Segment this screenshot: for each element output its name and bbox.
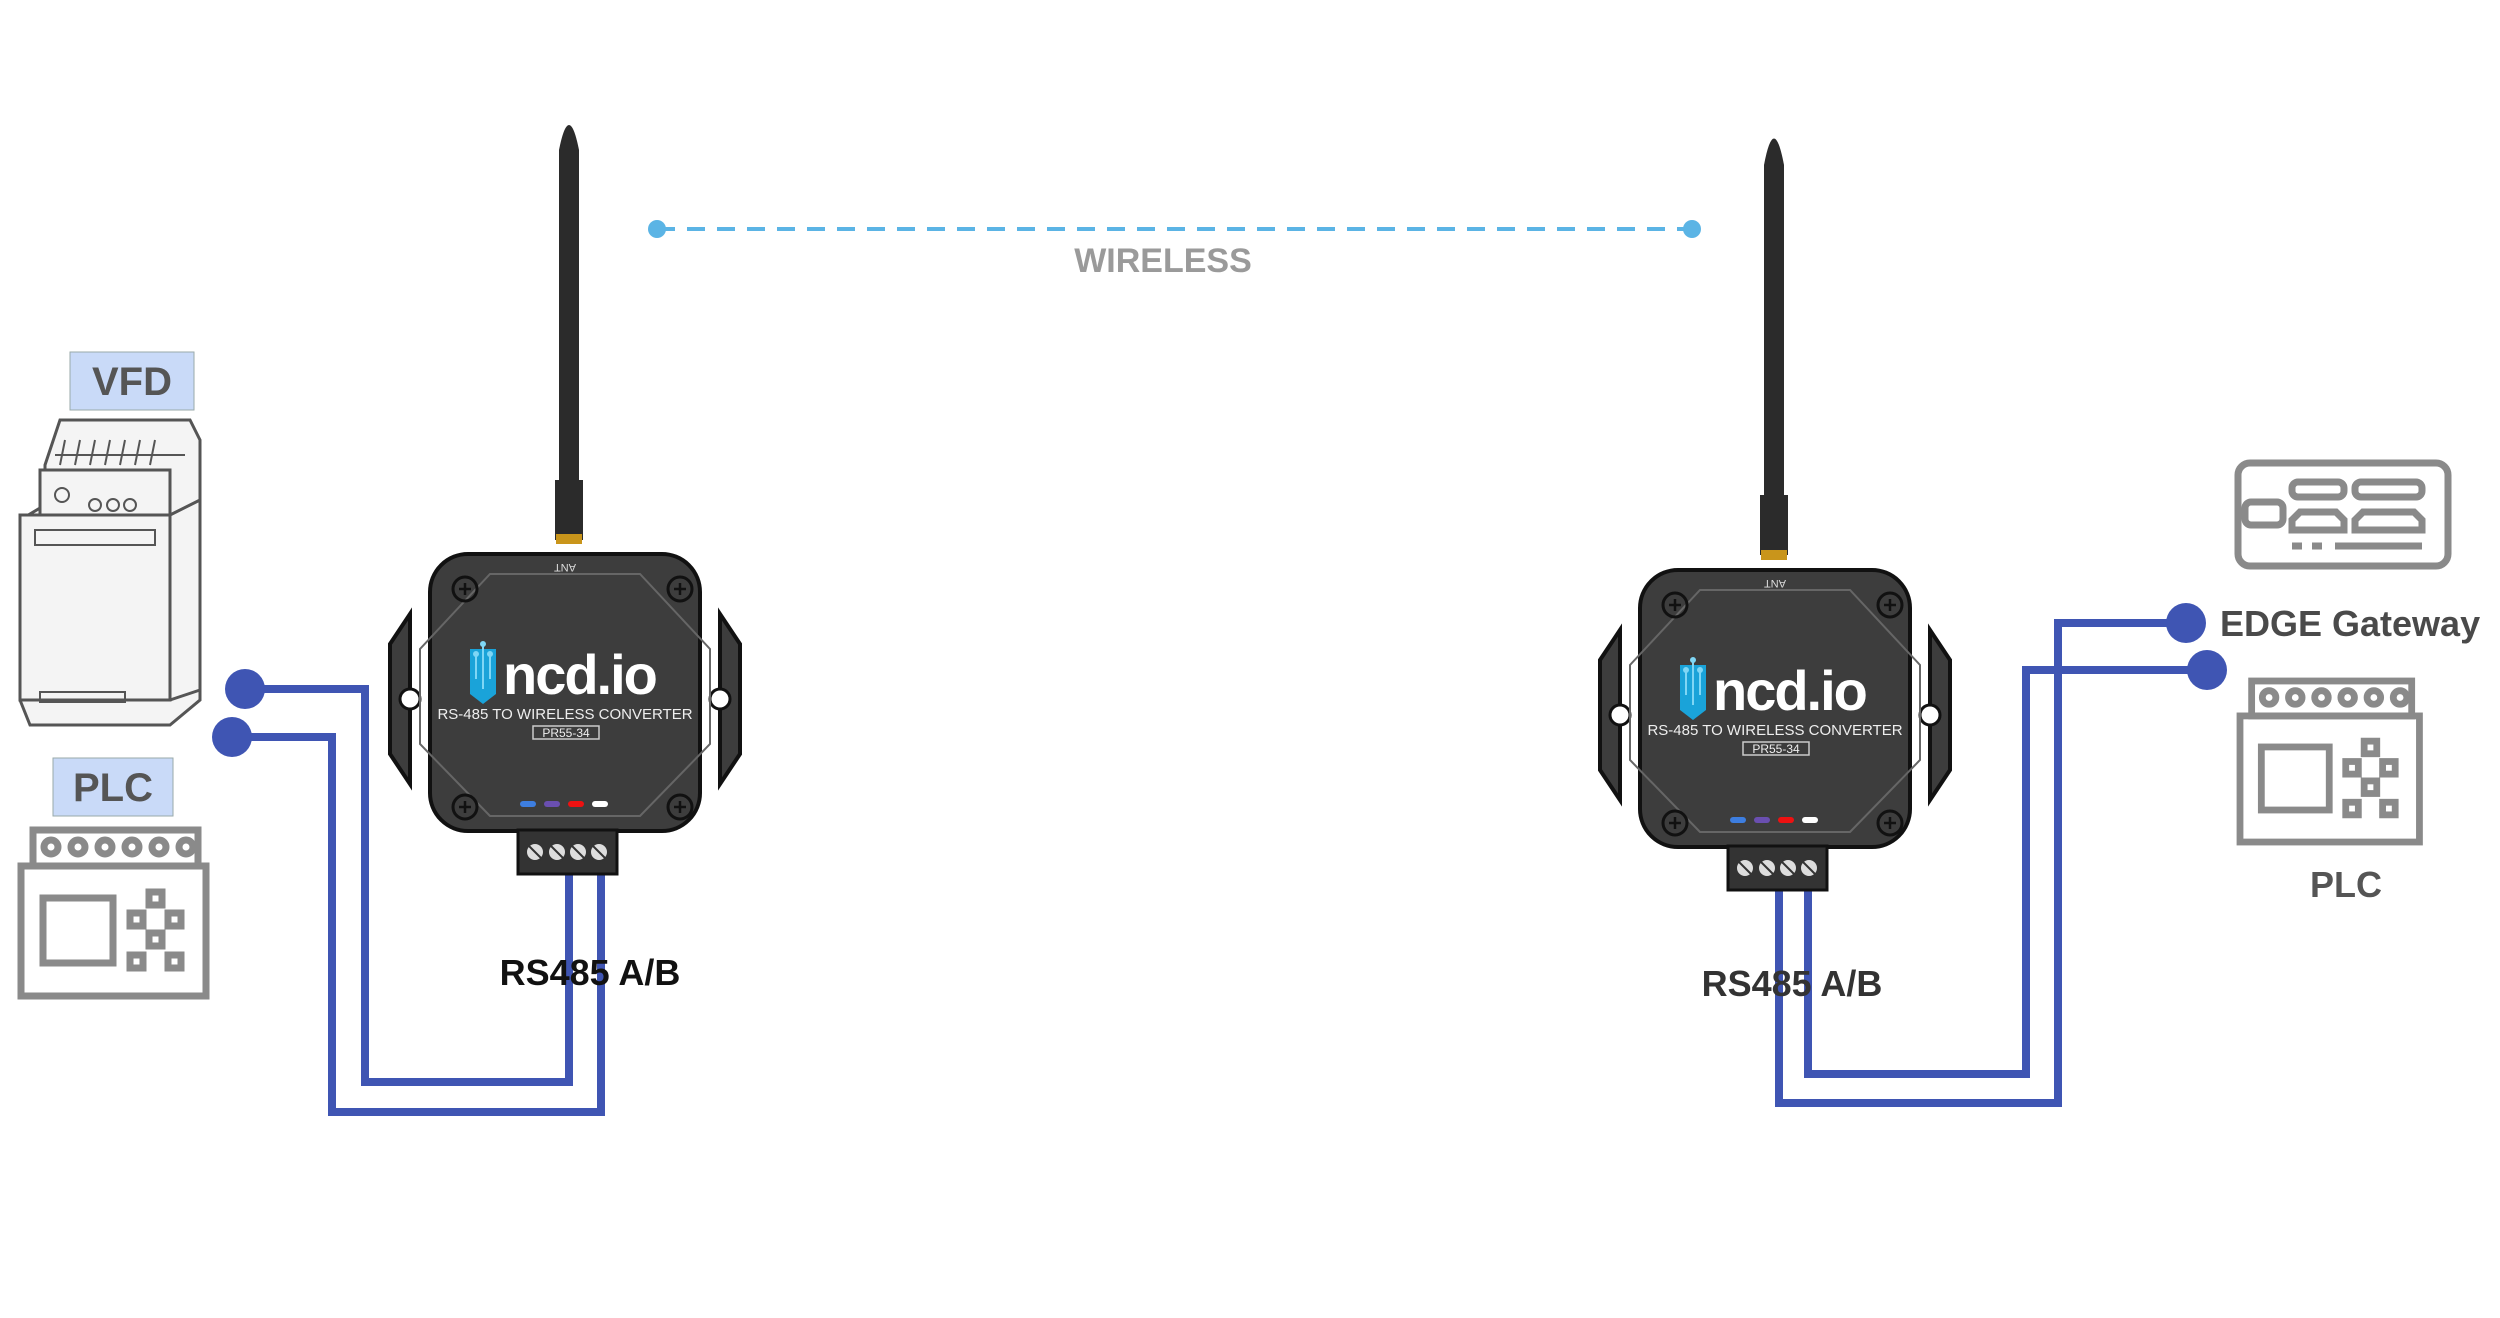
vfd-icon	[18, 418, 202, 727]
converter-left: ANT ncd.io RS-485 TO WIRELESS CONVERTER …	[388, 125, 742, 876]
brand-logo: ncd.io	[1713, 659, 1867, 722]
link-endpoint-right	[1683, 220, 1701, 238]
antenna-icon	[555, 125, 583, 544]
wire-terminal-dot	[225, 669, 265, 709]
edge-gateway-icon	[2234, 459, 2452, 570]
vfd-label-box: VFD	[69, 351, 195, 411]
wire-terminal-dot	[212, 717, 252, 757]
wireless-link: WIRELESS	[648, 220, 1701, 280]
brand-logo: ncd.io	[503, 643, 657, 706]
wire-terminal-dot	[2166, 603, 2206, 643]
antenna-port-label: ANT	[554, 561, 576, 573]
antenna-port-label: ANT	[1764, 577, 1786, 589]
plc-label-right: PLC	[2310, 864, 2382, 905]
rs485-label-right: RS485 A/B	[1702, 963, 1883, 1004]
model-number: PR55-34	[1752, 742, 1800, 756]
wire-terminal-dot	[2187, 650, 2227, 690]
converter-title: RS-485 TO WIRELESS CONVERTER	[1647, 722, 1902, 739]
rs485-wiring-left	[212, 669, 605, 1116]
rs485-label-left: RS485 A/B	[500, 952, 681, 993]
converter-right: ANT ncd.io RS-485 TO WIRELESS CONVERTER …	[1598, 138, 1952, 892]
model-number: PR55-34	[542, 726, 590, 740]
antenna-icon	[1760, 138, 1788, 560]
edge-gateway-label: EDGE Gateway	[2220, 603, 2480, 644]
wireless-label: WIRELESS	[1074, 242, 1252, 280]
plc-icon-right	[2240, 681, 2419, 842]
plc-icon-left	[21, 830, 206, 996]
plc-label-left: PLC	[73, 766, 153, 810]
converter-title: RS-485 TO WIRELESS CONVERTER	[437, 706, 692, 723]
vfd-label: VFD	[92, 360, 172, 404]
plc-label-box: PLC	[52, 757, 174, 817]
rs485-wiring-right	[1775, 603, 2227, 1107]
link-endpoint-left	[648, 220, 666, 238]
